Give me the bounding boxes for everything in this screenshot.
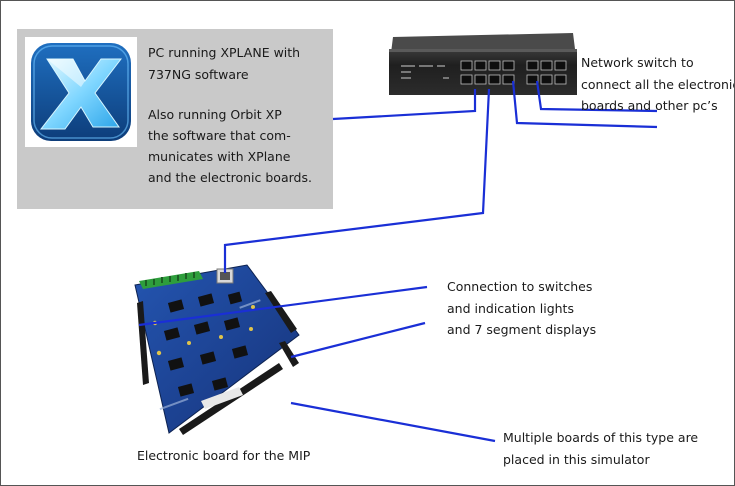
board-multiple-wire	[290, 401, 496, 443]
xplane-logo-icon	[25, 37, 137, 147]
pc-text-line-1: PC running XPLANE with	[148, 45, 301, 60]
switch-text-line-3: boards and other pc’s	[581, 98, 718, 113]
connection-text-line-3: and 7 segment displays	[447, 322, 597, 337]
switch-text-line-1: Network switch to	[581, 55, 694, 70]
network-switch-icon	[387, 31, 577, 97]
multiple-text-line-1: Multiple boards of this type are	[503, 430, 699, 445]
board-connection-wire-2	[290, 321, 426, 359]
circuit-board-icon	[129, 263, 305, 441]
pc-text-line-4: the software that com-	[148, 128, 291, 143]
connection-text-line-2: and indication lights	[447, 301, 574, 316]
board-connection-wire-1	[138, 285, 428, 327]
pc-text-line-6: and the electronic boards.	[148, 170, 312, 185]
switch-uplink-wire-2	[511, 80, 658, 129]
pc-to-switch-wire	[332, 89, 477, 121]
connection-text-line-1: Connection to switches	[447, 279, 593, 294]
pc-panel: PC running XPLANE with 737NG software Al…	[17, 29, 333, 209]
pc-text-line-3: Also running Orbit XP	[148, 107, 282, 122]
switch-to-board-wire	[223, 88, 491, 273]
switch-text-line-2: connect all the electronic	[581, 77, 735, 92]
multiple-text-line-2: placed in this simulator	[503, 452, 650, 467]
pc-text-line-5: municates with XPlane	[148, 149, 291, 164]
pc-text-line-2: 737NG software	[148, 67, 249, 82]
board-caption: Electronic board for the MIP	[137, 448, 311, 463]
switch-uplink-wire-1	[535, 80, 658, 113]
